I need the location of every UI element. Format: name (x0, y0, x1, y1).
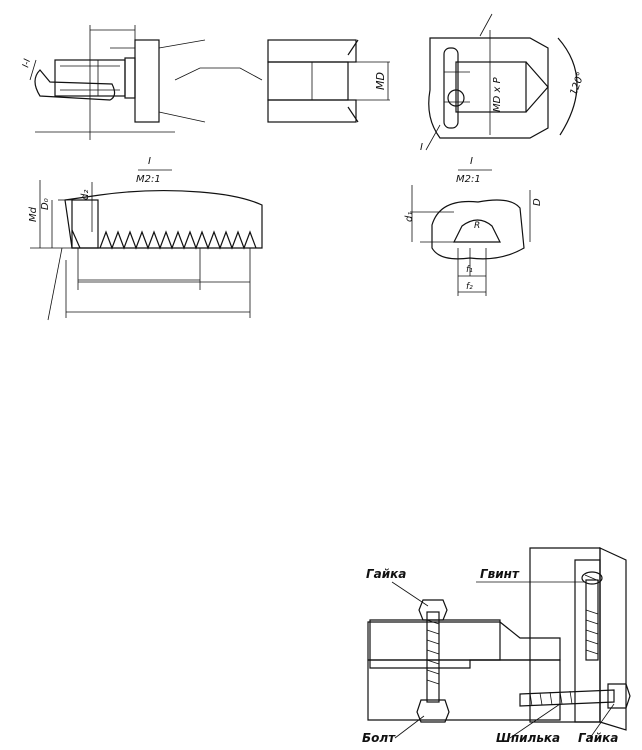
d1-label: d₁ (404, 212, 415, 222)
label-screw: Гвинт (480, 567, 520, 581)
d2-label: d₂ (80, 190, 91, 200)
screw-body (585, 579, 599, 661)
stud-body (519, 689, 615, 707)
f1-label: f₁ (466, 265, 473, 275)
thread-detail-right: I M2:1 R d₁ D f₁ f₂ (404, 156, 543, 296)
hole-section-figure: MD x P 120° I (420, 13, 587, 153)
detail-right-scale: M2:1 (456, 174, 481, 185)
angle-label: 120° (568, 71, 587, 97)
screw-shank (443, 47, 459, 129)
rod-head (134, 39, 160, 123)
threaded-hole-figure: MD (267, 39, 390, 123)
stud-nut (607, 683, 631, 709)
md-label: MD (374, 72, 387, 90)
d0-label: D₀ (40, 198, 51, 210)
rod-collar (124, 57, 136, 99)
section-mark-i: I (420, 142, 423, 153)
fastener-assembly: Гайка Гвинт Болт Шпилька Гайка (362, 547, 631, 745)
label-nut-top: Гайка (366, 567, 406, 581)
thread-profile (99, 230, 257, 250)
section-oval (34, 69, 116, 101)
bolt-shank (426, 611, 440, 703)
d-label: D (532, 198, 543, 206)
detail-right-title: I (470, 156, 473, 167)
detail-left-title: I (148, 156, 151, 167)
threaded-rod-figure: I-I (21, 25, 263, 140)
bolt-head (416, 699, 450, 723)
section-mark-label: I-I (21, 58, 33, 69)
thread-detail-left: I M2:1 Md D₀ d₂ (28, 156, 263, 321)
md-small-label: Md (28, 206, 39, 222)
angle-arc (557, 37, 578, 136)
label-bolt: Болт (362, 731, 396, 745)
top-nut (418, 599, 448, 621)
label-nut-right: Гайка (578, 731, 618, 745)
detail-left-scale: M2:1 (136, 174, 161, 185)
r-label: R (474, 221, 480, 231)
f2-label: f₂ (466, 282, 473, 292)
md-p-label: MD x P (492, 76, 503, 112)
label-stud: Шпилька (496, 731, 560, 745)
